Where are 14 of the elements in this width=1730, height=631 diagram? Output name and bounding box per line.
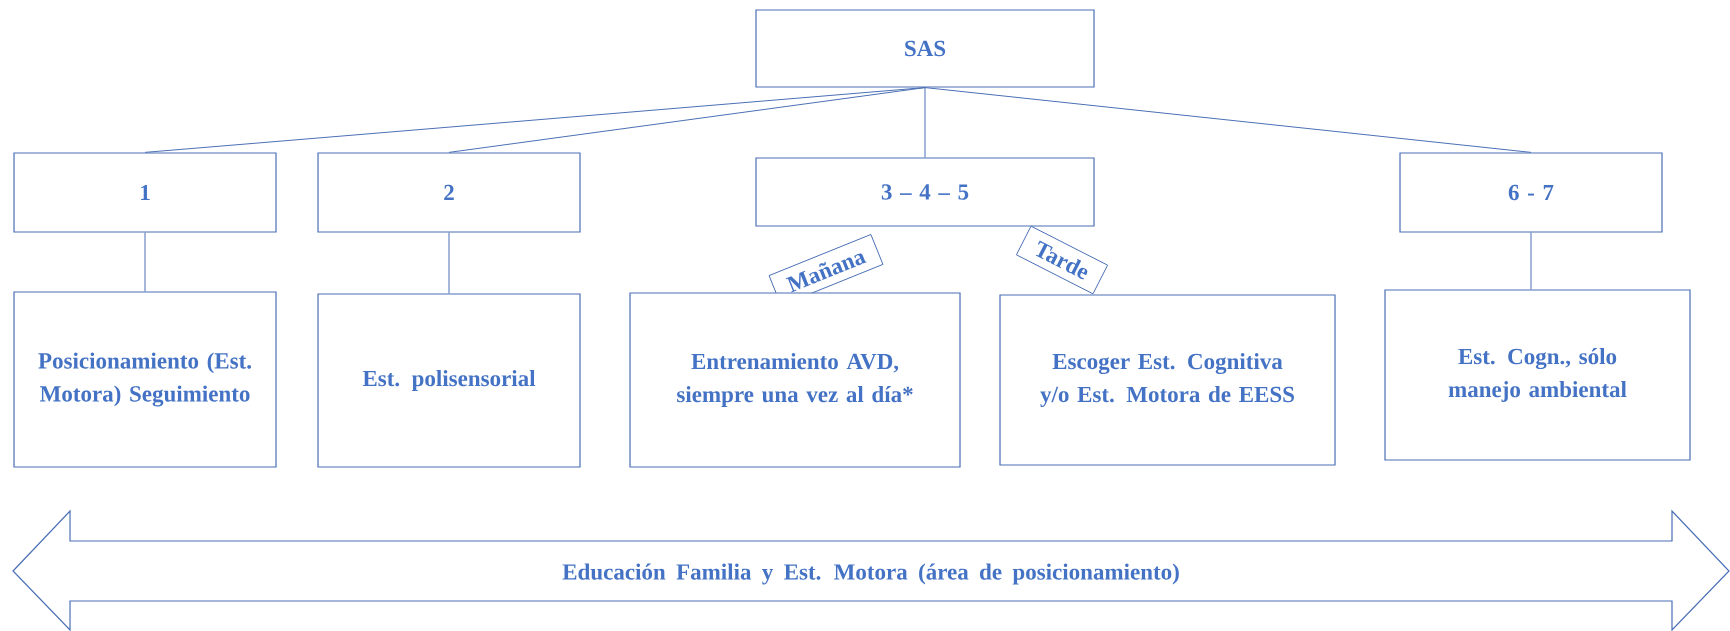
text-box: 6 - 7: [1399, 152, 1663, 233]
text-box: 1: [13, 152, 277, 233]
connector-line: [924, 87, 1532, 153]
connector-line: [448, 232, 450, 294]
connector-line: [1530, 232, 1532, 290]
text-box: Est. polisensorial: [317, 293, 581, 468]
text-box: 2: [317, 152, 581, 233]
connector-line: [448, 87, 926, 153]
text-box: Posicionamiento (Est. Motora) Seguimiento: [13, 291, 277, 468]
connector-line: [144, 232, 146, 292]
connector-line: [924, 87, 926, 158]
double-arrow-band: Educación Familia y Est. Motora (área de posicionamiento): [12, 509, 1730, 631]
text-box: Est. Cogn., sólo manejo ambiental: [1384, 289, 1691, 461]
text-box: SAS: [755, 9, 1095, 88]
